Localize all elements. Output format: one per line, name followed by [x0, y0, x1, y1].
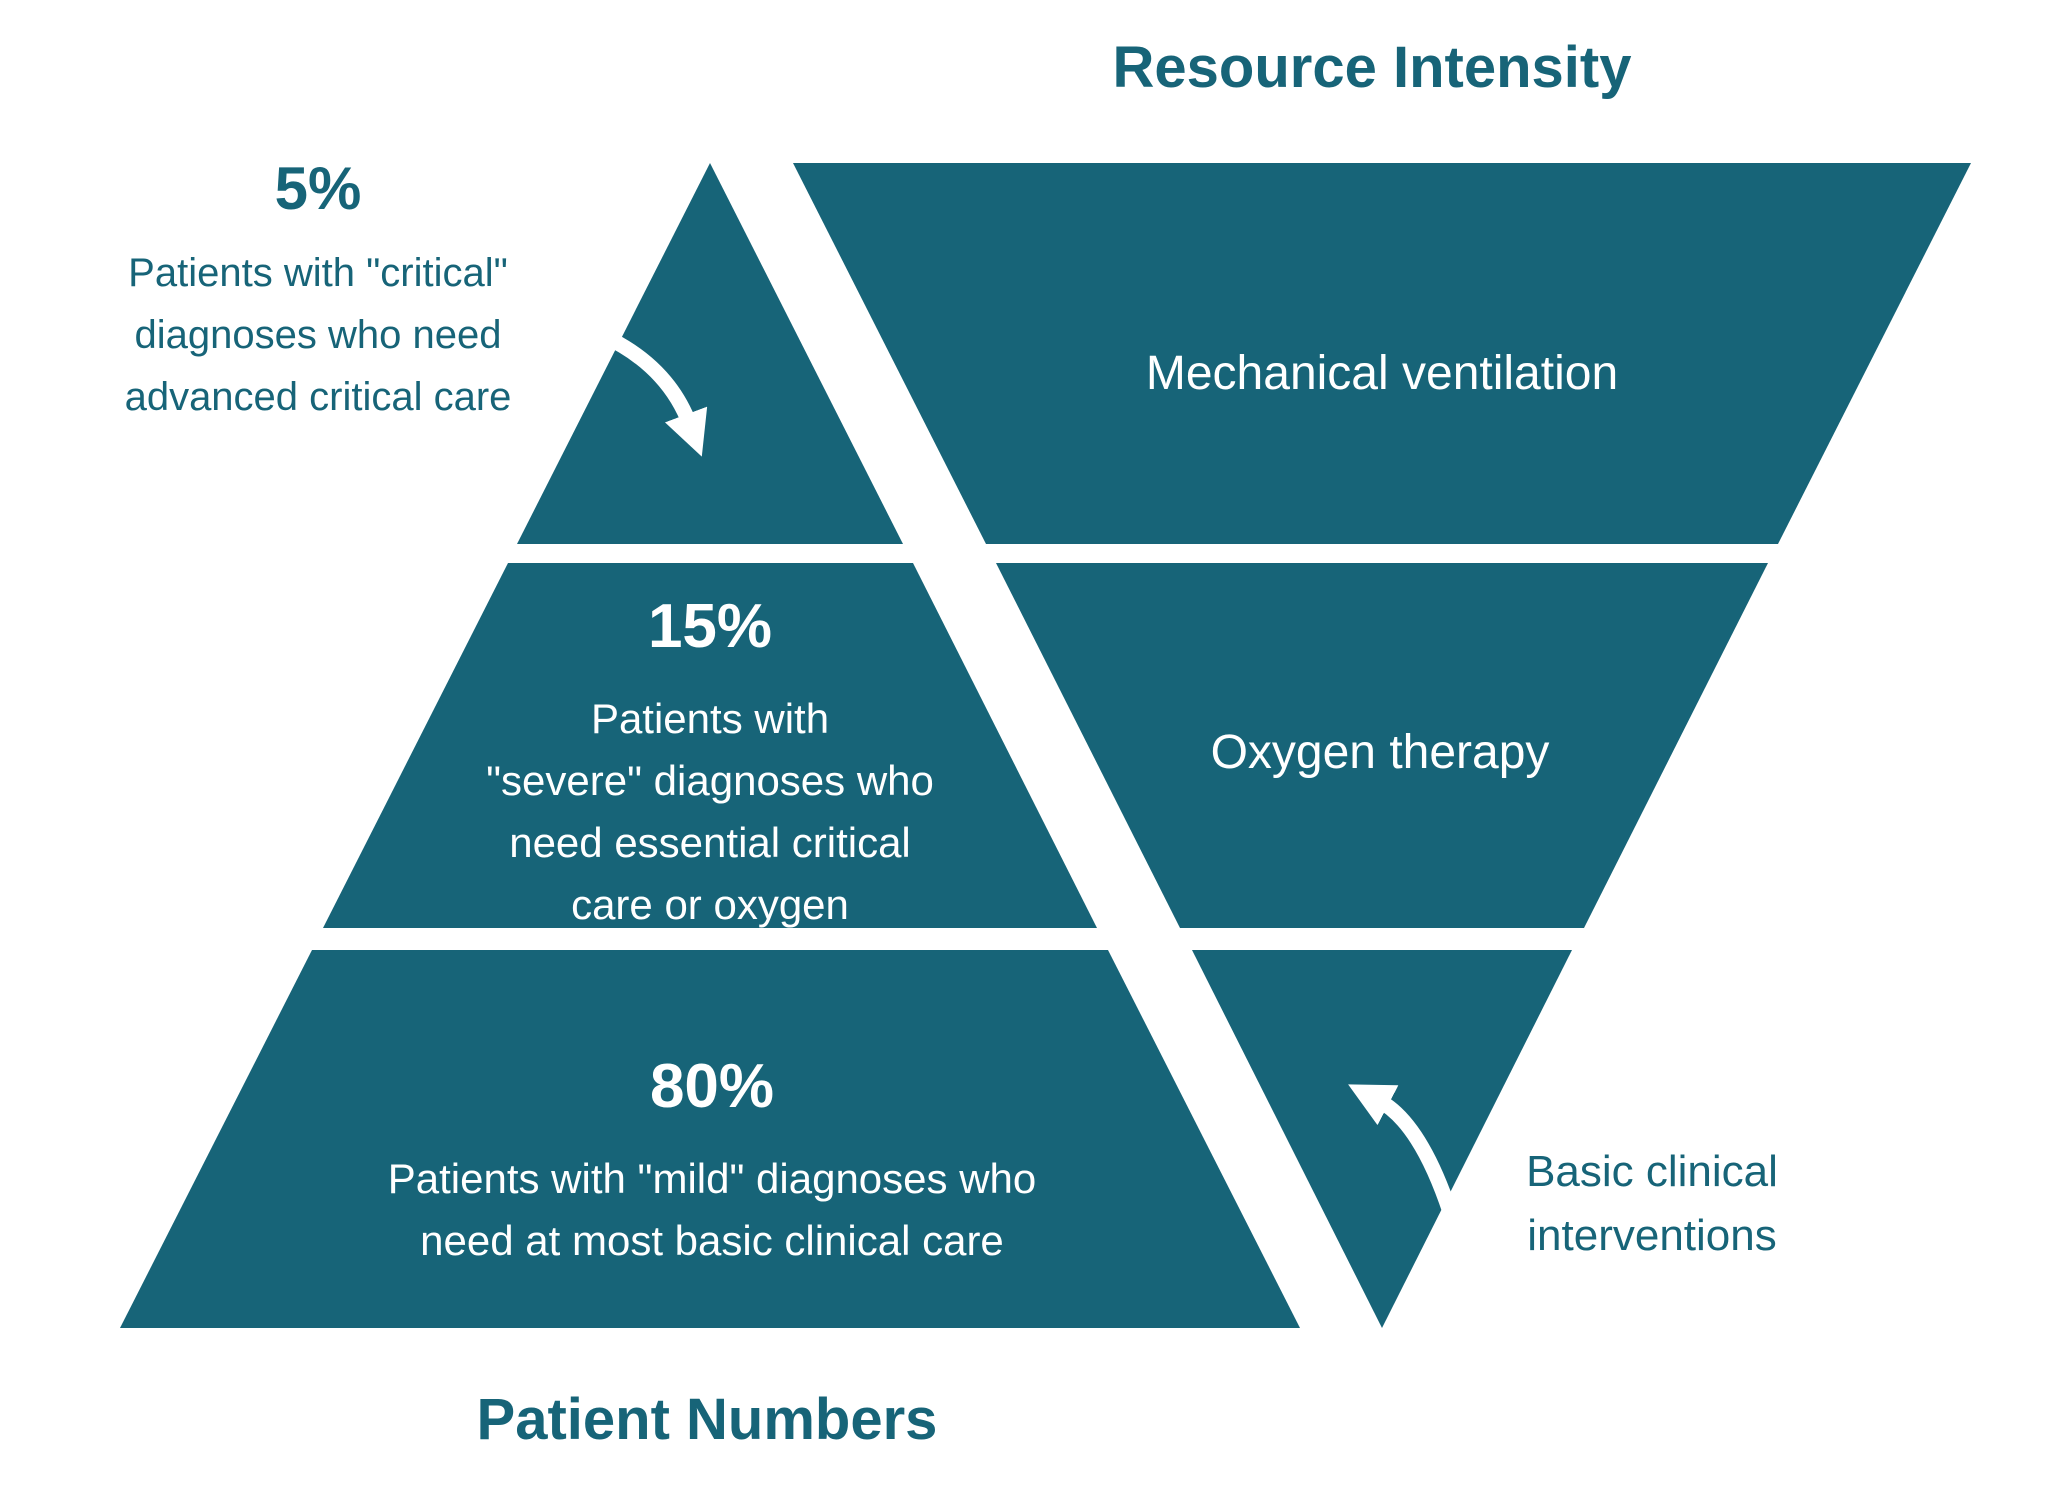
- tier-severe-percent: 15%: [647, 592, 773, 661]
- resource-tier-mechanical-ventilation: [793, 163, 1971, 544]
- pyramid-tier-severe: [323, 563, 1097, 928]
- tier-severe-annotation: 15% Patients with "severe" diagnoses who…: [486, 572, 934, 954]
- oxygen-therapy-label: Oxygen therapy: [1210, 726, 1550, 779]
- mechanical-ventilation-label: Mechanical ventilation: [1145, 347, 1619, 400]
- curved-arrow-up-icon: [1348, 1084, 1458, 1215]
- patient-numbers-title: Patient Numbers: [476, 1387, 938, 1452]
- tier-mild-percent: 80%: [649, 1052, 775, 1121]
- resource-tier-basic-interventions: [1192, 950, 1572, 1328]
- resource-intensity-title: Resource Intensity: [1112, 35, 1632, 100]
- tier-severe-description: Patients with "severe" diagnoses who nee…: [486, 695, 934, 928]
- pyramid-tier-mild: [120, 950, 1300, 1328]
- curved-arrow-down-icon: [600, 329, 708, 457]
- tier-mild-description: Patients with "mild" diagnoses who need …: [387, 1155, 1037, 1264]
- resource-tier-oxygen-therapy: [996, 563, 1768, 928]
- tier-critical-percent: 5%: [274, 155, 362, 222]
- basic-clinical-interventions-label: Basic clinical interventions: [1526, 1147, 1778, 1260]
- pyramid-tier-critical: [517, 163, 903, 544]
- tier-critical-annotation: 5% Patients with "critical" diagnoses wh…: [125, 136, 512, 446]
- tier-critical-description: Patients with "critical" diagnoses who n…: [124, 251, 512, 419]
- tier-mild-annotation: 80% Patients with "mild" diagnoses who n…: [388, 1032, 1036, 1290]
